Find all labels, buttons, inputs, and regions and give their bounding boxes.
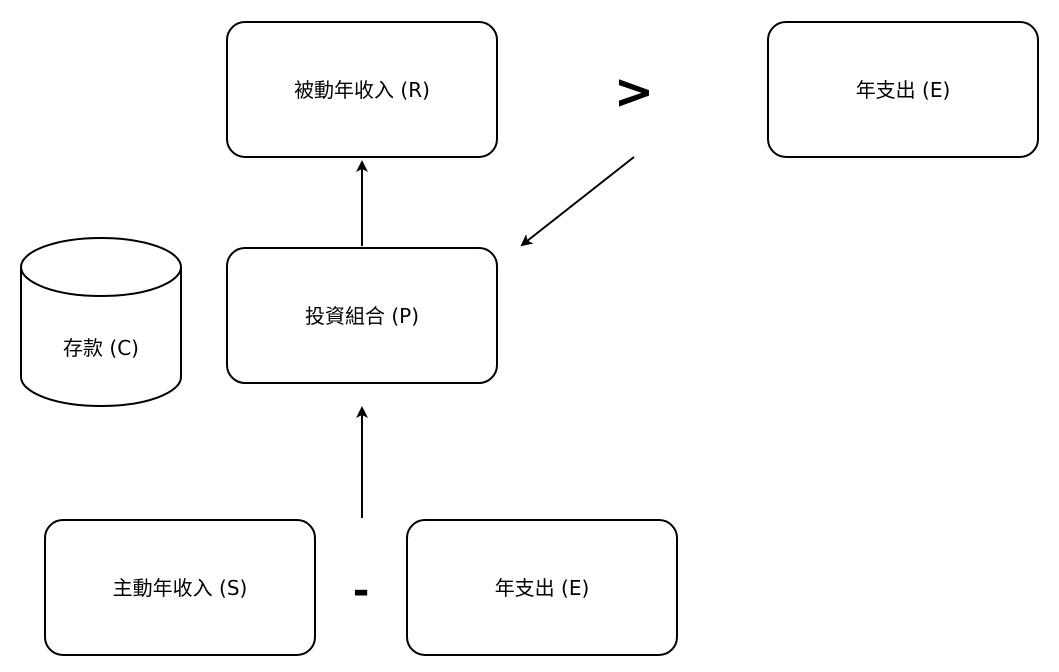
active-income-label: 主動年收入 (S): [113, 576, 248, 600]
expense-bottom-label: 年支出 (E): [495, 576, 590, 600]
portfolio-label: 投資組合 (P): [305, 304, 419, 328]
minus-operator: -: [353, 568, 370, 614]
savings-cylinder-node: 存款 (C): [20, 237, 182, 407]
passive-income-label: 被動年收入 (R): [294, 78, 430, 102]
expense-bottom-node: 年支出 (E): [406, 519, 678, 656]
portfolio-node: 投資組合 (P): [226, 247, 498, 384]
passive-income-node: 被動年收入 (R): [226, 21, 498, 158]
expense-top-node: 年支出 (E): [767, 21, 1039, 158]
greater-than-operator: >: [614, 64, 654, 120]
arrow-comparison-to-portfolio: [520, 156, 635, 247]
savings-label: 存款 (C): [63, 336, 139, 360]
expense-top-label: 年支出 (E): [856, 78, 951, 102]
active-income-node: 主動年收入 (S): [44, 519, 316, 656]
